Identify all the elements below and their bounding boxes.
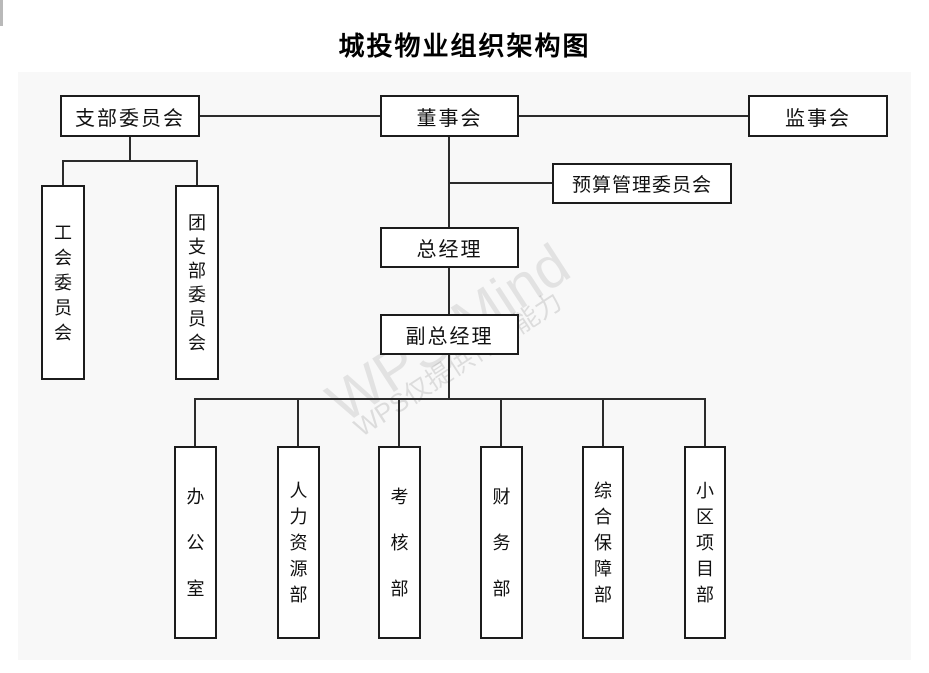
connector-line bbox=[448, 137, 450, 227]
node-board-of-directors[interactable]: 董事会 bbox=[380, 95, 519, 137]
connector-line bbox=[62, 160, 198, 162]
node-general-manager[interactable]: 总经理 bbox=[380, 227, 519, 268]
node-label: 董事会 bbox=[416, 107, 483, 130]
node-label: 预算管理委员会 bbox=[571, 175, 712, 196]
node-label: 副总经理 bbox=[405, 326, 494, 348]
node-label: 监事会 bbox=[785, 107, 851, 130]
node-label: 综合保障部 bbox=[594, 480, 612, 605]
connector-line bbox=[602, 400, 604, 446]
connector-line bbox=[297, 400, 299, 446]
connector-line bbox=[129, 137, 131, 161]
node-deputy-general-manager[interactable]: 副总经理 bbox=[380, 314, 519, 355]
node-community-project-dept[interactable]: 小区项目部 bbox=[684, 446, 726, 639]
node-label: 工会委员会 bbox=[54, 222, 72, 343]
node-finance-dept[interactable]: 财务部 bbox=[480, 446, 523, 639]
connector-line bbox=[500, 400, 502, 446]
node-office[interactable]: 办公室 bbox=[174, 446, 217, 639]
connector-line bbox=[196, 162, 198, 185]
node-union-committee[interactable]: 工会委员会 bbox=[41, 185, 85, 380]
node-label: 办公室 bbox=[186, 486, 205, 599]
connector-line bbox=[448, 355, 450, 399]
node-branch-committee[interactable]: 支部委员会 bbox=[60, 95, 200, 137]
node-assessment-dept[interactable]: 考核部 bbox=[378, 446, 421, 639]
diagram-canvas[interactable]: WPS Mind WPS仅提供作图能力 bbox=[18, 72, 911, 660]
node-youth-league-committee[interactable]: 团支部委员会 bbox=[175, 185, 219, 380]
node-budget-committee[interactable]: 预算管理委员会 bbox=[552, 163, 732, 204]
connector-line bbox=[194, 398, 706, 400]
node-label: 考核部 bbox=[390, 486, 409, 599]
node-label: 团支部委员会 bbox=[188, 212, 206, 353]
connector-line bbox=[62, 162, 64, 185]
node-label: 总经理 bbox=[416, 239, 483, 261]
connector-line bbox=[519, 115, 748, 117]
connector-line bbox=[704, 400, 706, 446]
connector-line bbox=[450, 182, 552, 184]
window-edge-fragment bbox=[0, 0, 3, 26]
page-title: 城投物业组织架构图 bbox=[338, 32, 591, 61]
connector-line bbox=[398, 400, 400, 446]
connector-line bbox=[200, 115, 380, 117]
node-hr-dept[interactable]: 人力资源部 bbox=[277, 446, 320, 639]
node-supervisory-board[interactable]: 监事会 bbox=[748, 95, 888, 137]
connector-line bbox=[448, 268, 450, 314]
node-support-dept[interactable]: 综合保障部 bbox=[582, 446, 624, 639]
connector-line bbox=[194, 400, 196, 446]
node-label: 支部委员会 bbox=[75, 107, 185, 130]
node-label: 财务部 bbox=[492, 486, 511, 599]
node-label: 人力资源部 bbox=[289, 480, 308, 605]
watermark-notice: WPS仅提供作图能力 bbox=[348, 285, 568, 443]
node-label: 小区项目部 bbox=[696, 480, 714, 605]
